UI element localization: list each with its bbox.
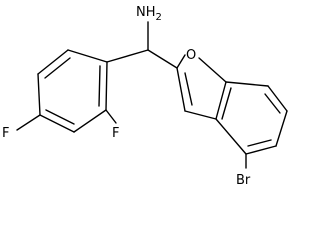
molecule-structure: NH2 O Br F F — [2, 5, 288, 188]
bond-c-f-ortho — [105, 109, 117, 124]
bond-benzo-c — [275, 110, 288, 147]
bond-benzo-e — [215, 118, 247, 155]
bond-ring1-d — [39, 114, 75, 133]
bond-c-f-para — [16, 114, 41, 131]
bond-ring1-f — [105, 61, 108, 111]
bond-benzo-inner-1 — [264, 93, 281, 114]
bond-ring1-inner-3 — [98, 65, 101, 107]
bond-furan-c7a-c3a — [215, 81, 227, 120]
fluorine-ortho-label: F — [112, 126, 119, 141]
bond-ch-furan — [147, 49, 178, 69]
bond-benzo-a — [225, 81, 269, 87]
bond-benzo-b — [267, 85, 288, 112]
bond-furan-o-c7a — [198, 57, 227, 83]
bond-furan-inner — [184, 72, 193, 106]
bond-benzo-inner-3 — [221, 87, 232, 120]
bond-ring1-c — [37, 73, 41, 116]
bond-furan-c3-c2 — [176, 67, 186, 112]
bond-ring1-inner-2 — [45, 109, 75, 125]
bond-ring1-b — [37, 49, 69, 75]
bond-furan-c3a-c3 — [184, 110, 217, 120]
bond-ring1-e — [73, 109, 107, 133]
bond-ring1-a — [67, 49, 108, 63]
bond-benzo-d — [245, 145, 277, 155]
bond-benzo-inner-2 — [247, 139, 272, 147]
amine-label: NH2 — [136, 5, 162, 23]
bond-ch-aryl — [106, 49, 149, 63]
fluorine-para-label: F — [2, 126, 9, 141]
bond-ring1-inner-1 — [44, 57, 71, 79]
oxygen-label: O — [186, 48, 196, 63]
bromine-label: Br — [236, 173, 251, 188]
bond-furan-c2-o — [176, 54, 186, 69]
